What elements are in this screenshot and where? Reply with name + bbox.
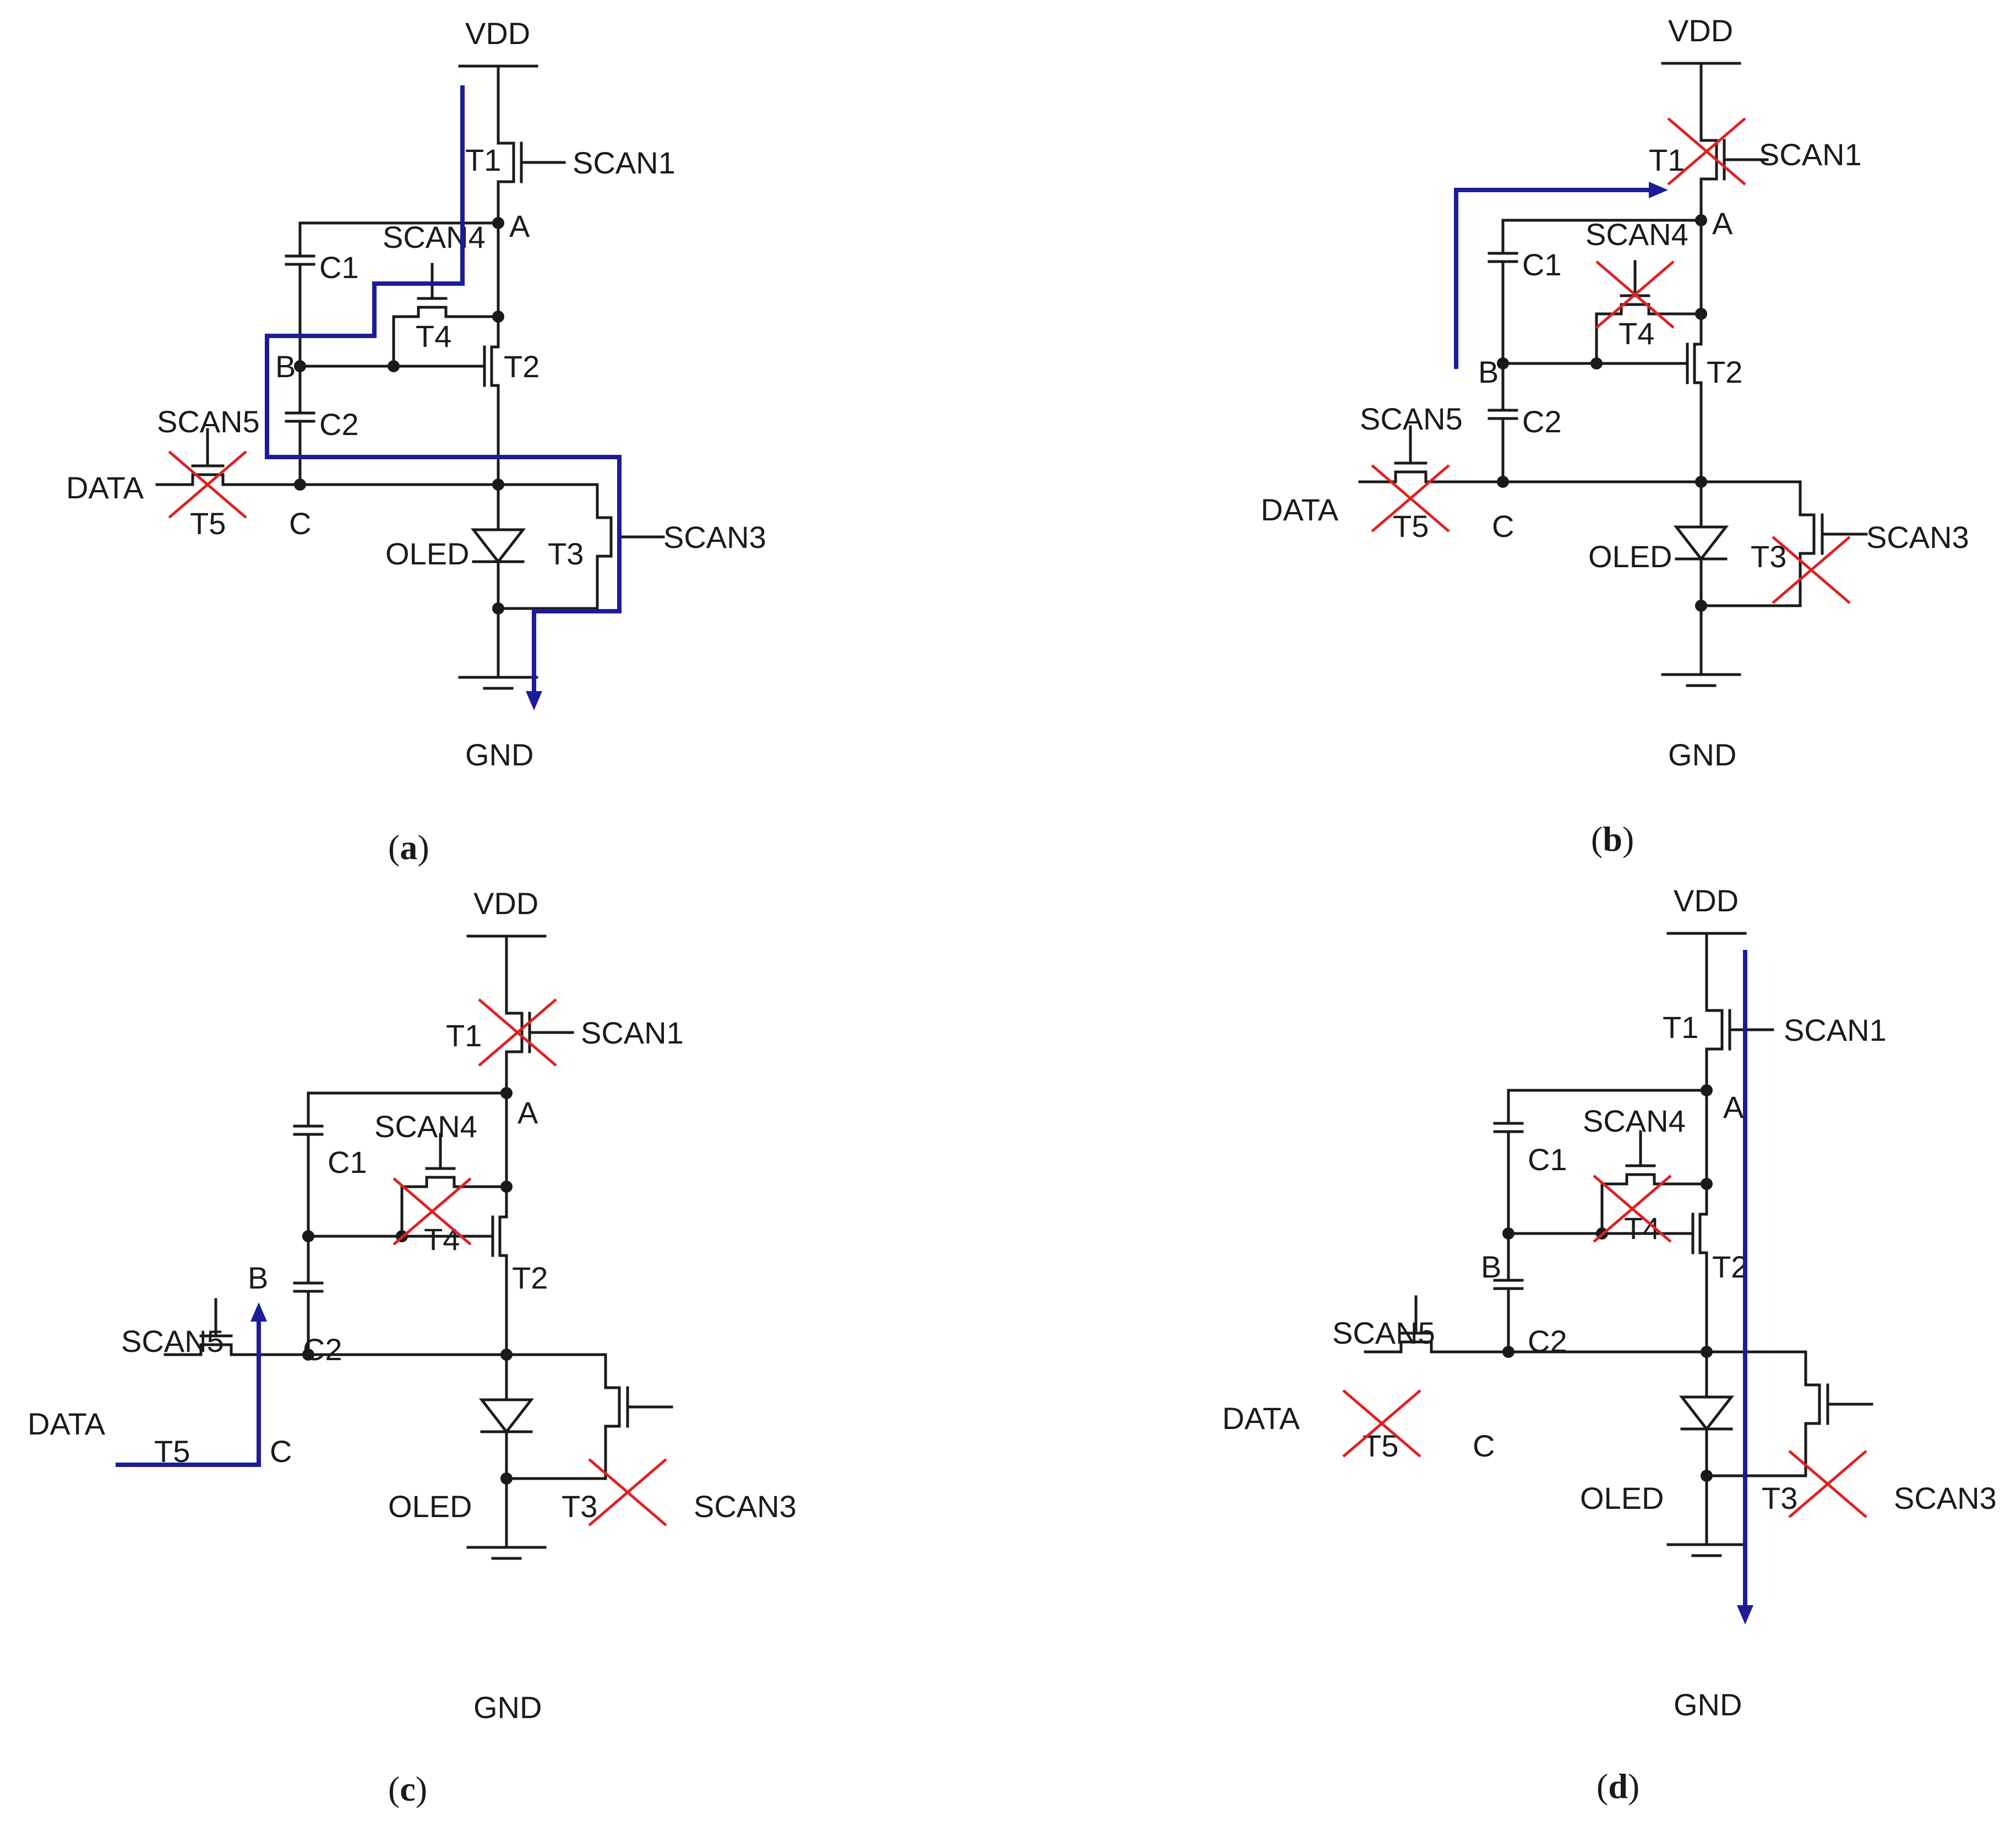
current-path-arrowhead	[526, 691, 542, 710]
gnd-label: GND	[1674, 1687, 1742, 1722]
caption-c: (c)	[388, 1769, 427, 1808]
node-a-label: A	[509, 209, 530, 243]
node-c-label: C	[270, 1434, 292, 1469]
oled-label: OLED	[1588, 539, 1672, 574]
node-c-label: C	[1473, 1428, 1495, 1463]
current-path-arrowhead	[250, 1302, 267, 1322]
t4-label: T4	[424, 1222, 460, 1257]
node-a-label: A	[1712, 206, 1733, 241]
vdd-label: VDD	[1668, 13, 1733, 48]
caption-b: (b)	[1591, 819, 1634, 858]
t5-label: T5	[190, 506, 226, 541]
t3-label: T3	[548, 536, 584, 571]
node-a-label: A	[517, 1095, 538, 1130]
scan5-label: SCAN5	[1360, 401, 1463, 436]
scan4-label: SCAN4	[383, 220, 486, 254]
oled-label: OLED	[1580, 1481, 1664, 1515]
t2-label: T2	[1707, 355, 1742, 389]
t1-label: T1	[465, 143, 501, 177]
current-path-arrowhead	[1649, 182, 1668, 198]
gnd-label: GND	[1668, 737, 1736, 772]
scan3-label: SCAN3	[1894, 1481, 1997, 1515]
oled-label: OLED	[385, 536, 470, 571]
caption-a: (a)	[388, 828, 429, 867]
t1-label: T1	[1649, 143, 1685, 177]
t2-label: T2	[512, 1260, 548, 1295]
t4-label: T4	[416, 319, 451, 354]
scan5-label: SCAN5	[157, 404, 260, 439]
panel-c: VDD GND T1 SCAN1 A SCAN4 C1 T4 B T2 C2 S…	[28, 886, 797, 1808]
data-label: DATA	[28, 1406, 106, 1441]
node-a-label: A	[1723, 1090, 1744, 1124]
node-c-label: C	[1492, 509, 1514, 544]
scan4-label: SCAN4	[1585, 217, 1688, 252]
c2-label: C2	[1522, 404, 1562, 439]
t5-label: T5	[1393, 509, 1429, 544]
data-label: DATA	[66, 470, 144, 505]
t1-label: T1	[446, 1018, 482, 1053]
c1-label: C1	[319, 250, 359, 285]
c2-label: C2	[1528, 1324, 1567, 1358]
t3-off-mark	[589, 1459, 666, 1525]
node-b-label: B	[1478, 355, 1499, 389]
oled-label: OLED	[388, 1489, 472, 1524]
current-path-arrow	[116, 1316, 261, 1467]
scan5-label: SCAN5	[1332, 1316, 1435, 1350]
c1-label: C1	[1522, 247, 1562, 282]
node-c-label: C	[289, 506, 311, 541]
panel-a: VDD GND T1 SCAN1 A SCAN4 C1 T4 B T2 C2 S…	[66, 16, 766, 867]
t1-label: T1	[1663, 1010, 1698, 1045]
scan3-label: SCAN3	[694, 1489, 797, 1524]
node-b-label: B	[248, 1260, 268, 1295]
c2-label: C2	[319, 407, 359, 442]
scan1-label: SCAN1	[1759, 137, 1862, 172]
node-b-label: B	[275, 349, 296, 384]
current-path-arrowhead	[1737, 1605, 1753, 1624]
t3-off-mark	[1789, 1451, 1866, 1517]
c1-label: C1	[1528, 1142, 1567, 1177]
gnd-label: GND	[465, 737, 533, 772]
vdd-label: VDD	[465, 16, 530, 51]
t2-label: T2	[504, 349, 540, 384]
scan3-label: SCAN3	[1866, 520, 1969, 555]
scan4-label: SCAN4	[1583, 1104, 1686, 1138]
caption-d: (d)	[1597, 1767, 1639, 1806]
scan1-label: SCAN1	[1784, 1013, 1887, 1047]
scan1-label: SCAN1	[573, 145, 675, 180]
t3-label: T3	[1762, 1481, 1797, 1515]
c1-label: C1	[328, 1145, 367, 1180]
current-path-arrow	[1454, 188, 1654, 369]
data-label: DATA	[1261, 492, 1339, 527]
c2-label: C2	[303, 1332, 342, 1367]
current-path-arrow	[265, 85, 622, 699]
data-label: DATA	[1222, 1401, 1300, 1436]
t3-label: T3	[562, 1489, 597, 1524]
vdd-label: VDD	[1674, 883, 1739, 918]
scan5-label: SCAN5	[121, 1324, 224, 1358]
t4-label: T4	[1619, 316, 1654, 351]
scan4-label: SCAN4	[374, 1109, 477, 1144]
vdd-label: VDD	[473, 886, 538, 921]
panel-d: VDD GND T1 SCAN1 A SCAN4 C1 T4 B T2 C2 S…	[1222, 883, 1997, 1806]
panel-b: VDD GND T1 SCAN1 A SCAN4 C1 T4 B T2 C2 S…	[1261, 13, 1969, 858]
gnd-label: GND	[473, 1690, 542, 1725]
node-b-label: B	[1481, 1249, 1501, 1284]
scan1-label: SCAN1	[581, 1015, 684, 1050]
t2-label: T2	[1712, 1249, 1748, 1284]
scan3-label: SCAN3	[663, 520, 766, 555]
